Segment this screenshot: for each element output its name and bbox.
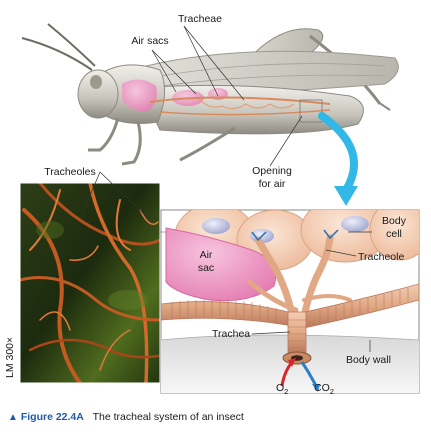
- opening-for-air-label-line2: for air: [259, 178, 286, 190]
- air-sac-label-line1: Air: [200, 249, 213, 261]
- figure-caption: ▲ Figure 22.4A The tracheal system of an…: [8, 411, 428, 423]
- zoom-arrow-head: [334, 186, 358, 206]
- body-wall-label: Body wall: [346, 354, 391, 366]
- caption-text: The tracheal system of an insect: [92, 411, 244, 423]
- opening-for-air-label-line1: Opening: [252, 165, 292, 177]
- co2-arrow: [300, 361, 318, 387]
- tracheole-label: Tracheole: [358, 251, 404, 263]
- nucleus: [202, 218, 230, 234]
- tracheoles-leader-lines: [81, 171, 151, 221]
- body-cell-label-line1: Body: [382, 215, 407, 227]
- detail-diagram: [160, 209, 420, 394]
- trachea-label: Trachea: [212, 328, 250, 340]
- o2-label: O2: [276, 382, 288, 396]
- co2-label: CO2: [314, 382, 334, 396]
- micrograph: [19, 182, 161, 384]
- tracheoles-label: Tracheoles: [44, 166, 96, 178]
- nucleus: [341, 216, 369, 232]
- air-sacs-label: Air sacs: [131, 35, 168, 47]
- caption-triangle-icon: ▲: [8, 412, 18, 423]
- body-cell-label-line2: cell: [386, 228, 402, 240]
- zoom-arrow: [318, 112, 358, 194]
- caption-figure-number: Figure 22.4A: [20, 411, 84, 423]
- detail-leader-lines: [251, 231, 372, 352]
- grasshopper-illustration: [21, 23, 399, 166]
- air-sac-label-line2: sac: [198, 262, 214, 274]
- magnification-label: LM 300×: [4, 337, 16, 378]
- top-leader-lines: [151, 25, 303, 167]
- tracheae-label: Tracheae: [178, 13, 222, 25]
